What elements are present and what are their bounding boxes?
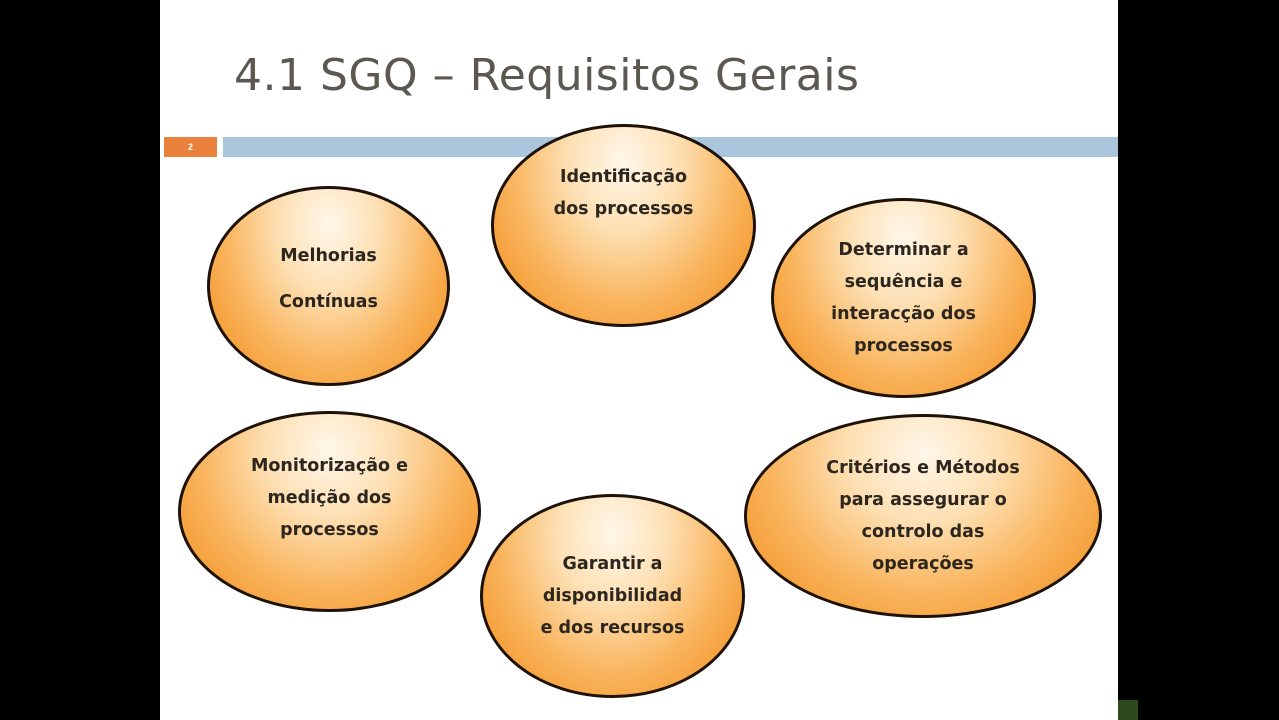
bubble-monitorizacao-medicao: Monitorização e medição dos processos — [178, 411, 481, 612]
bubble-text-line: processos — [280, 519, 379, 540]
bubble-criterios-metodos: Critérios e Métodos para assegurar o con… — [744, 414, 1102, 618]
bubble-text-line: Identificação — [559, 166, 688, 187]
bubble-text-line: para assegurar o — [839, 490, 1007, 510]
bubble-text-line: processos — [854, 336, 953, 356]
bubble-text-line: Critérios e Métodos — [826, 458, 1020, 478]
bubble-text-line: Monitorização e — [250, 455, 409, 476]
bubble-text-line: sequência e — [844, 272, 963, 292]
bubble-text-line: interacção dos — [831, 304, 976, 324]
video-corner-artifact — [1118, 700, 1138, 720]
bubble-identificacao-processos: Identificação dos processos — [491, 124, 756, 327]
bubble-text-line: Melhorias — [280, 246, 377, 266]
bubble-text-line: Determinar a — [838, 240, 969, 260]
bubble-text-line: dos processos — [553, 198, 694, 219]
bubble-text-line: Contínuas — [279, 292, 378, 312]
bubble-text-line: e dos recursos — [540, 618, 685, 638]
slide-number-badge: 2 — [164, 137, 217, 157]
slide-title: 4.1 SGQ – Requisitos Gerais — [234, 50, 860, 101]
bubble-text-line: medição dos — [267, 487, 392, 508]
bubble-melhorias-continuas: Melhorias Contínuas — [207, 186, 450, 386]
slide: 4.1 SGQ – Requisitos Gerais 2 Melhorias … — [160, 0, 1118, 720]
bubble-text-line: disponibilidad — [542, 586, 683, 606]
bubble-garantir-recursos: Garantir a disponibilidad e dos recursos — [480, 494, 745, 698]
bubble-text-line: controlo das — [861, 522, 985, 542]
bubble-determinar-sequencia: Determinar a sequência e interacção dos … — [771, 198, 1036, 398]
bubble-text-line: Garantir a — [562, 554, 663, 574]
bubble-text-line: operações — [872, 554, 974, 574]
